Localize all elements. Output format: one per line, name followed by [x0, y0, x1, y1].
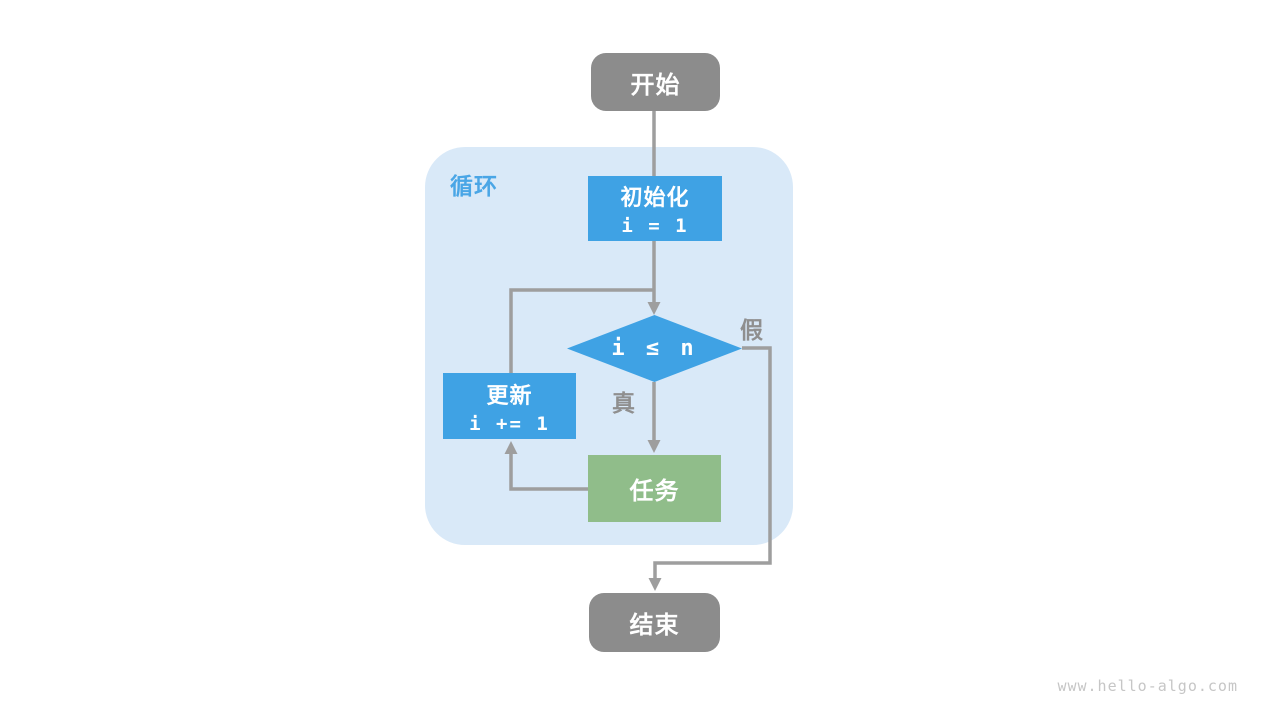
node-update: 更新 i += 1 [443, 373, 576, 439]
node-start: 开始 [591, 53, 720, 111]
branch-label-false: 假 [740, 317, 763, 343]
node-start-label: 开始 [630, 71, 681, 99]
node-task: 任务 [588, 455, 721, 522]
node-initialize: 初始化 i = 1 [588, 176, 722, 241]
branch-label-true: 真 [612, 390, 635, 416]
watermark-text: www.hello-algo.com [1057, 677, 1238, 695]
node-end-label: 结束 [629, 612, 680, 639]
node-end: 结束 [589, 593, 720, 652]
node-update-code: i += 1 [469, 412, 550, 435]
node-initialize-code: i = 1 [621, 215, 689, 237]
node-update-title: 更新 [486, 382, 533, 408]
node-initialize-title: 初始化 [620, 185, 690, 210]
loop-region-label: 循环 [450, 173, 498, 199]
arrowhead-end-top [648, 578, 662, 591]
node-task-label: 任务 [629, 478, 680, 505]
node-condition-code: i ≤ n [611, 336, 698, 361]
